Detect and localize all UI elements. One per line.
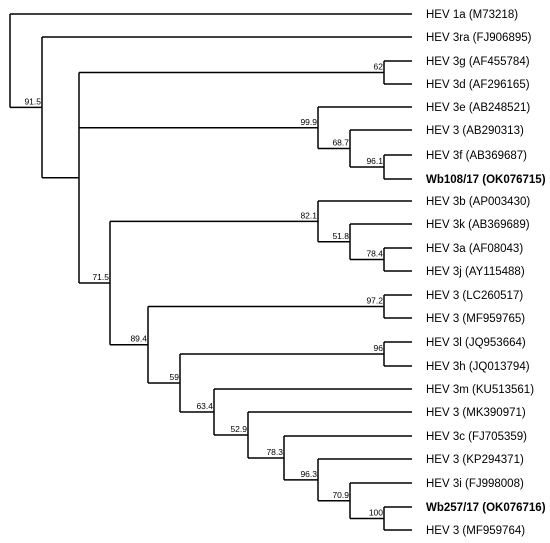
bootstrap-support-value: 63.4 bbox=[196, 401, 213, 411]
bootstrap-support-value: 96 bbox=[374, 343, 384, 353]
leaf-label: HEV 3m (KU513561) bbox=[426, 384, 534, 396]
leaf-label: Wb108/17 (OK076715) bbox=[426, 174, 546, 186]
leaf-label: HEV 1a (M73218) bbox=[426, 9, 518, 21]
bootstrap-support-value: 96.1 bbox=[366, 156, 383, 166]
bootstrap-support-value: 51.8 bbox=[332, 231, 349, 241]
leaf-label: HEV 3b (AP003430) bbox=[426, 196, 530, 208]
leaf-label: HEV 3 (KP294371) bbox=[426, 454, 524, 466]
leaf-label: HEV 3k (AB369689) bbox=[426, 219, 530, 231]
leaf-label: HEV 3 (MF959764) bbox=[426, 525, 525, 537]
bootstrap-support-value: 62 bbox=[374, 62, 384, 72]
leaf-label: HEV 3g (AF455784) bbox=[426, 56, 530, 68]
leaf-label: HEV 3 (MK390971) bbox=[426, 407, 526, 419]
leaf-label: HEV 3c (FJ705359) bbox=[426, 431, 527, 443]
bootstrap-support-value: 78.3 bbox=[266, 447, 283, 457]
bootstrap-support-value: 99.9 bbox=[300, 117, 317, 127]
leaf-label: HEV 3i (FJ998008) bbox=[426, 478, 524, 490]
bootstrap-support-value: 89.4 bbox=[130, 334, 147, 344]
bootstrap-support-value: 100 bbox=[369, 508, 383, 518]
leaf-label: HEV 3a (AF08043) bbox=[426, 243, 523, 255]
leaf-labels: HEV 1a (M73218) HEV 3ra (FJ906895) HEV 3g … bbox=[426, 9, 546, 537]
leaf-label: HEV 3 (MF959765) bbox=[426, 313, 525, 325]
leaf-label: HEV 3j (AY115488) bbox=[426, 266, 525, 278]
bootstrap-support-value: 78.4 bbox=[366, 249, 383, 259]
support-values: 91.5 62 99.9 68.7 96.1 71.5 82.1 51.8 78.4 89.4 97… bbox=[24, 62, 383, 518]
bootstrap-support-value: 52.9 bbox=[230, 424, 247, 434]
bootstrap-support-value: 70.9 bbox=[332, 490, 349, 500]
tree-branches bbox=[9, 13, 412, 531]
bootstrap-support-value: 82.1 bbox=[300, 210, 317, 220]
leaf-label: HEV 3l (JQ953664) bbox=[426, 337, 526, 349]
leaf-label: HEV 3 (AB290313) bbox=[426, 125, 524, 137]
bootstrap-support-value: 71.5 bbox=[92, 272, 109, 282]
bootstrap-support-value: 68.7 bbox=[332, 138, 349, 148]
bootstrap-support-value: 96.3 bbox=[300, 469, 317, 479]
leaf-label: Wb257/17 (OK076716) bbox=[426, 502, 546, 514]
leaf-label: HEV 3f (AB369687) bbox=[426, 150, 527, 162]
bootstrap-support-value: 97.2 bbox=[366, 296, 383, 306]
leaf-label: HEV 3ra (FJ906895) bbox=[426, 32, 532, 44]
bootstrap-support-value: 91.5 bbox=[24, 96, 41, 106]
leaf-label: HEV 3 (LC260517) bbox=[426, 290, 523, 302]
leaf-label: HEV 3e (AB248521) bbox=[426, 102, 530, 114]
leaf-label: HEV 3d (AF296165) bbox=[426, 79, 530, 91]
leaf-label: HEV 3h (JQ013794) bbox=[426, 361, 530, 373]
bootstrap-support-value: 59 bbox=[170, 372, 180, 382]
